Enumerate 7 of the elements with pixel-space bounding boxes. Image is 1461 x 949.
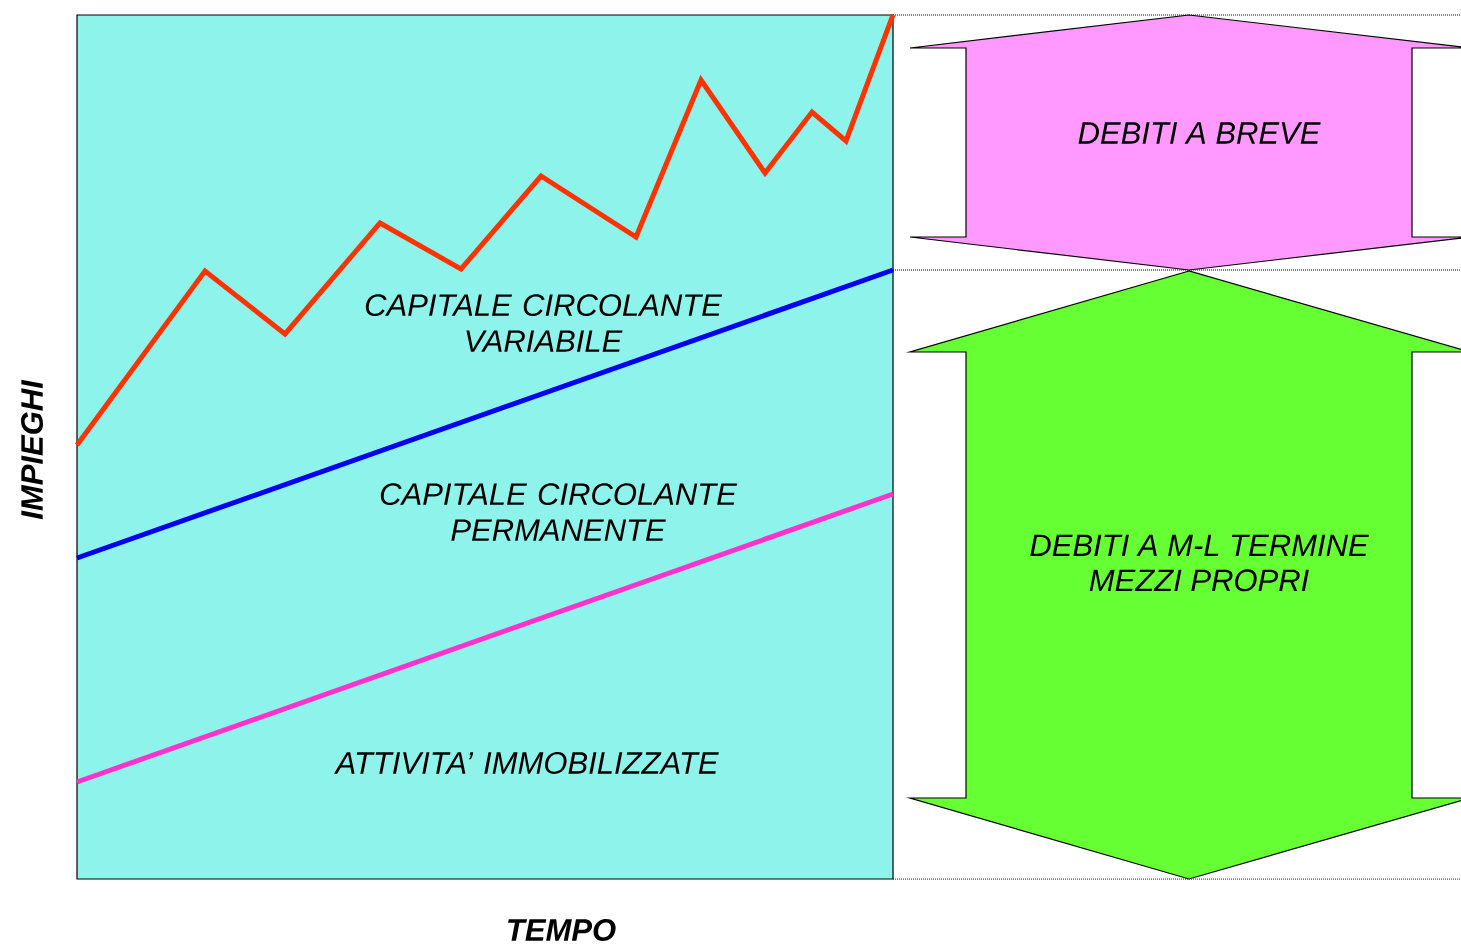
axis-label: IMPIEGHI <box>21 379 43 520</box>
pointed-band: DEBITI A M-L TERMINE MEZZI PROPRI <box>905 270 1461 880</box>
area-label: ATTIVITA’ IMMOBILIZZATE <box>334 752 719 774</box>
area-label: CAPITALE CIRCOLANTE VARIABILE <box>365 294 723 352</box>
pointed-band: DEBITI A BREVE <box>909 14 1461 271</box>
axis-label: TEMPO <box>508 919 616 941</box>
area-label: CAPITALE CIRCOLANTE PERMANENTE <box>380 483 738 541</box>
